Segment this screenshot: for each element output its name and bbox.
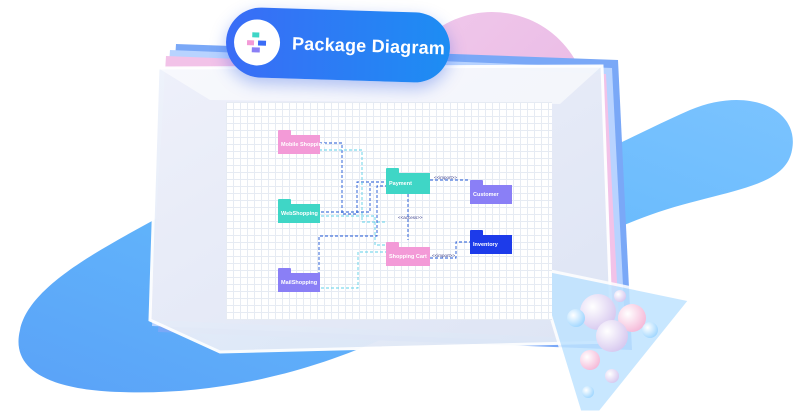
package-tab <box>386 168 399 174</box>
connector-mail-payment <box>318 185 386 275</box>
connector-mobile-cart <box>319 149 386 223</box>
package-inventory[interactable]: Inventory <box>470 230 512 254</box>
connector-mobile-payment <box>319 142 386 215</box>
title-pill: Package Diagram <box>224 6 452 84</box>
package-tab <box>386 242 399 248</box>
package-mail-shopping[interactable]: MailShopping <box>278 268 320 292</box>
relation-label-import-bottom: <<import>> <box>432 253 456 258</box>
package-label: WebShopping <box>278 204 320 223</box>
package-label: Payment <box>386 173 430 194</box>
relation-label-access: <<access>> <box>398 215 423 220</box>
package-customer[interactable]: Customer <box>470 180 512 204</box>
package-label: MailShopping <box>278 273 320 292</box>
glass-cursor-shape <box>533 266 693 414</box>
package-label: Customer <box>470 185 512 204</box>
connector-web-cart <box>321 215 386 246</box>
package-payment[interactable]: Payment <box>386 168 430 194</box>
package-tab <box>278 268 291 274</box>
package-mobile-shopping[interactable]: Mobile Shopping <box>278 130 325 154</box>
package-label: Inventory <box>470 235 512 254</box>
package-diagram-icon <box>233 18 281 67</box>
connector-mail-cart <box>321 251 386 289</box>
package-tab <box>278 130 291 136</box>
diagram-canvas: Mobile Shopping WebShopping MailShopping… <box>226 102 552 320</box>
page-title: Package Diagram <box>291 33 446 58</box>
package-label: Mobile Shopping <box>278 135 325 154</box>
package-shopping-cart[interactable]: Shopping Cart <box>386 242 430 266</box>
package-tab <box>470 180 483 186</box>
connector-layer <box>318 142 470 289</box>
connector-cart-inventory <box>430 241 470 259</box>
package-tab <box>470 230 483 236</box>
package-web-shopping[interactable]: WebShopping <box>278 199 320 223</box>
connector-web-payment <box>321 181 386 213</box>
package-label: Shopping Cart <box>386 247 430 266</box>
relation-label-import-top: <<import>> <box>434 175 458 180</box>
package-tab <box>278 199 291 205</box>
